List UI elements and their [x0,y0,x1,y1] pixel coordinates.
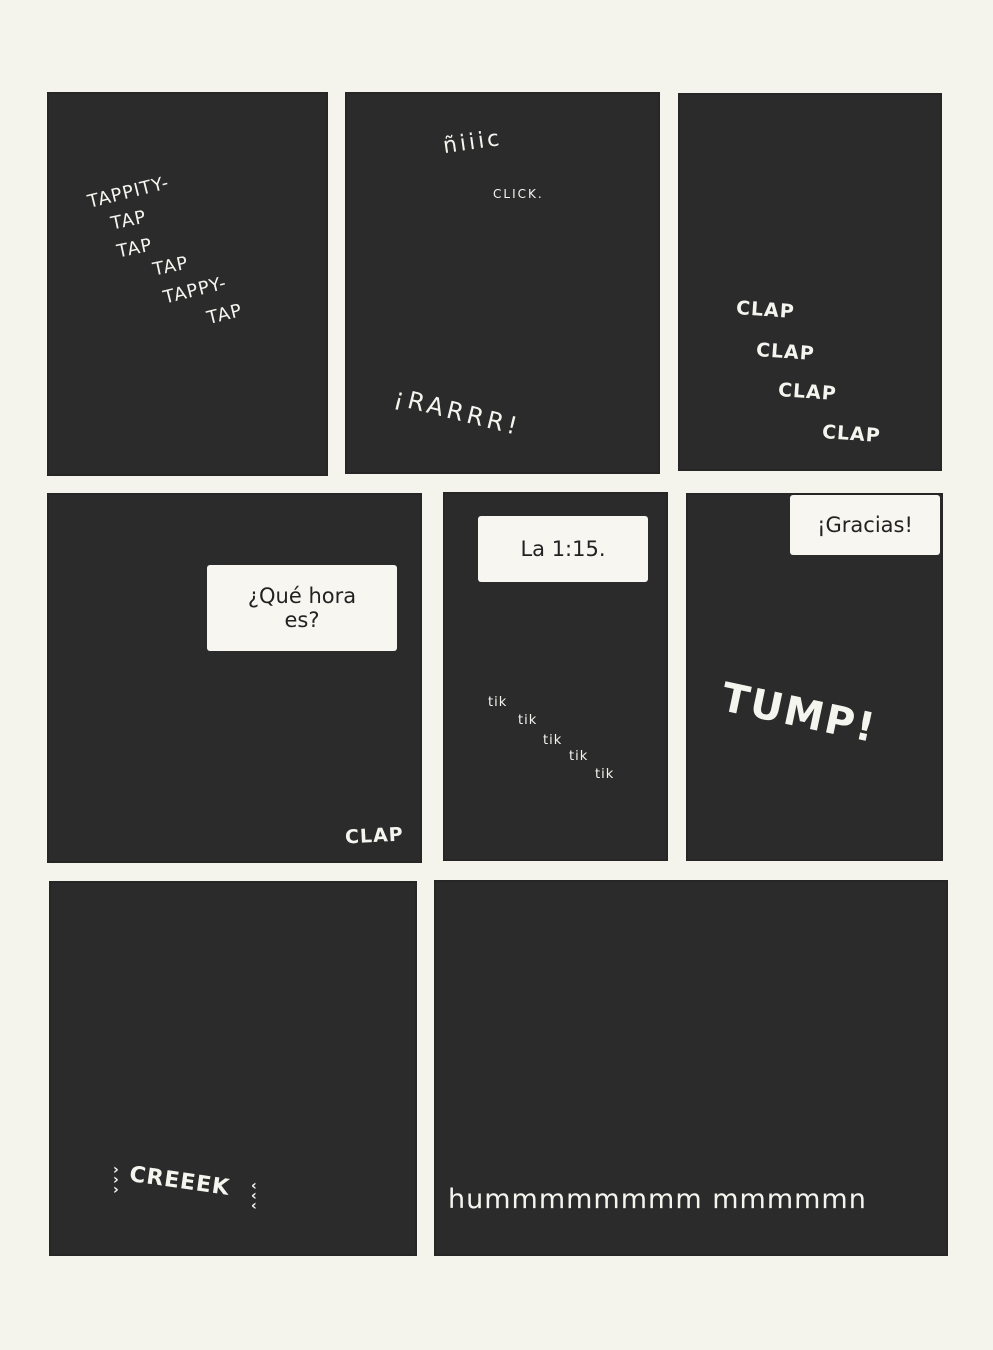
sfx-tap: TAP [204,300,245,330]
sfx-creeek: CREEEK [127,1162,232,1201]
sfx-niiic: ñiiic [441,125,504,160]
sfx-clap: CLAP [735,296,796,324]
speech-bubble: ¿Qué hora es? [207,565,397,651]
comic-panel-6: ¡Gracias! TUMP! [686,493,943,861]
sfx-tik: tik [595,767,615,782]
sfx-tik: tik [488,695,508,710]
comic-panel-8: hummmmmmmm mmmmmn [434,880,948,1256]
sfx-tappity: TAPPITY- [85,172,172,213]
sfx-tik: tik [518,713,538,728]
sfx-hum: hummmmmmmm mmmmmn [448,1184,867,1215]
sfx-tappy: TAPPY- [161,272,230,309]
sfx-tap: TAP [115,234,155,263]
speech-bubble: La 1:15. [478,516,648,582]
sfx-emphasis-marks-right: ‹‹‹ [251,1178,257,1214]
comic-panel-4: ¿Qué hora es? CLAP [47,493,422,863]
comic-panel-2: ñiiic CLICK. ¡RARRR! [345,92,660,474]
sfx-clap: CLAP [821,420,882,448]
sfx-click: CLICK. [493,187,544,201]
sfx-tump: TUMP! [717,674,881,753]
sfx-tik: tik [543,733,563,748]
sfx-clap: CLAP [755,338,816,366]
speech-bubble: ¡Gracias! [790,495,940,555]
sfx-tap: TAP [151,252,191,281]
sfx-clap: CLAP [344,823,405,849]
comic-panel-7: CREEEK ››› ‹‹‹ [49,881,417,1256]
sfx-rarrr: ¡RARRR! [391,382,524,442]
comic-panel-1: TAPPITY- TAP TAP TAP TAPPY- TAP [47,92,328,476]
sfx-tik: tik [569,749,589,764]
comic-panel-5: La 1:15. tik tik tik tik tik [443,492,668,861]
sfx-tap: TAP [109,206,149,235]
comic-panel-3: CLAP CLAP CLAP CLAP [678,93,942,471]
sfx-clap: CLAP [777,378,838,406]
sfx-emphasis-marks-left: ››› [113,1162,119,1198]
